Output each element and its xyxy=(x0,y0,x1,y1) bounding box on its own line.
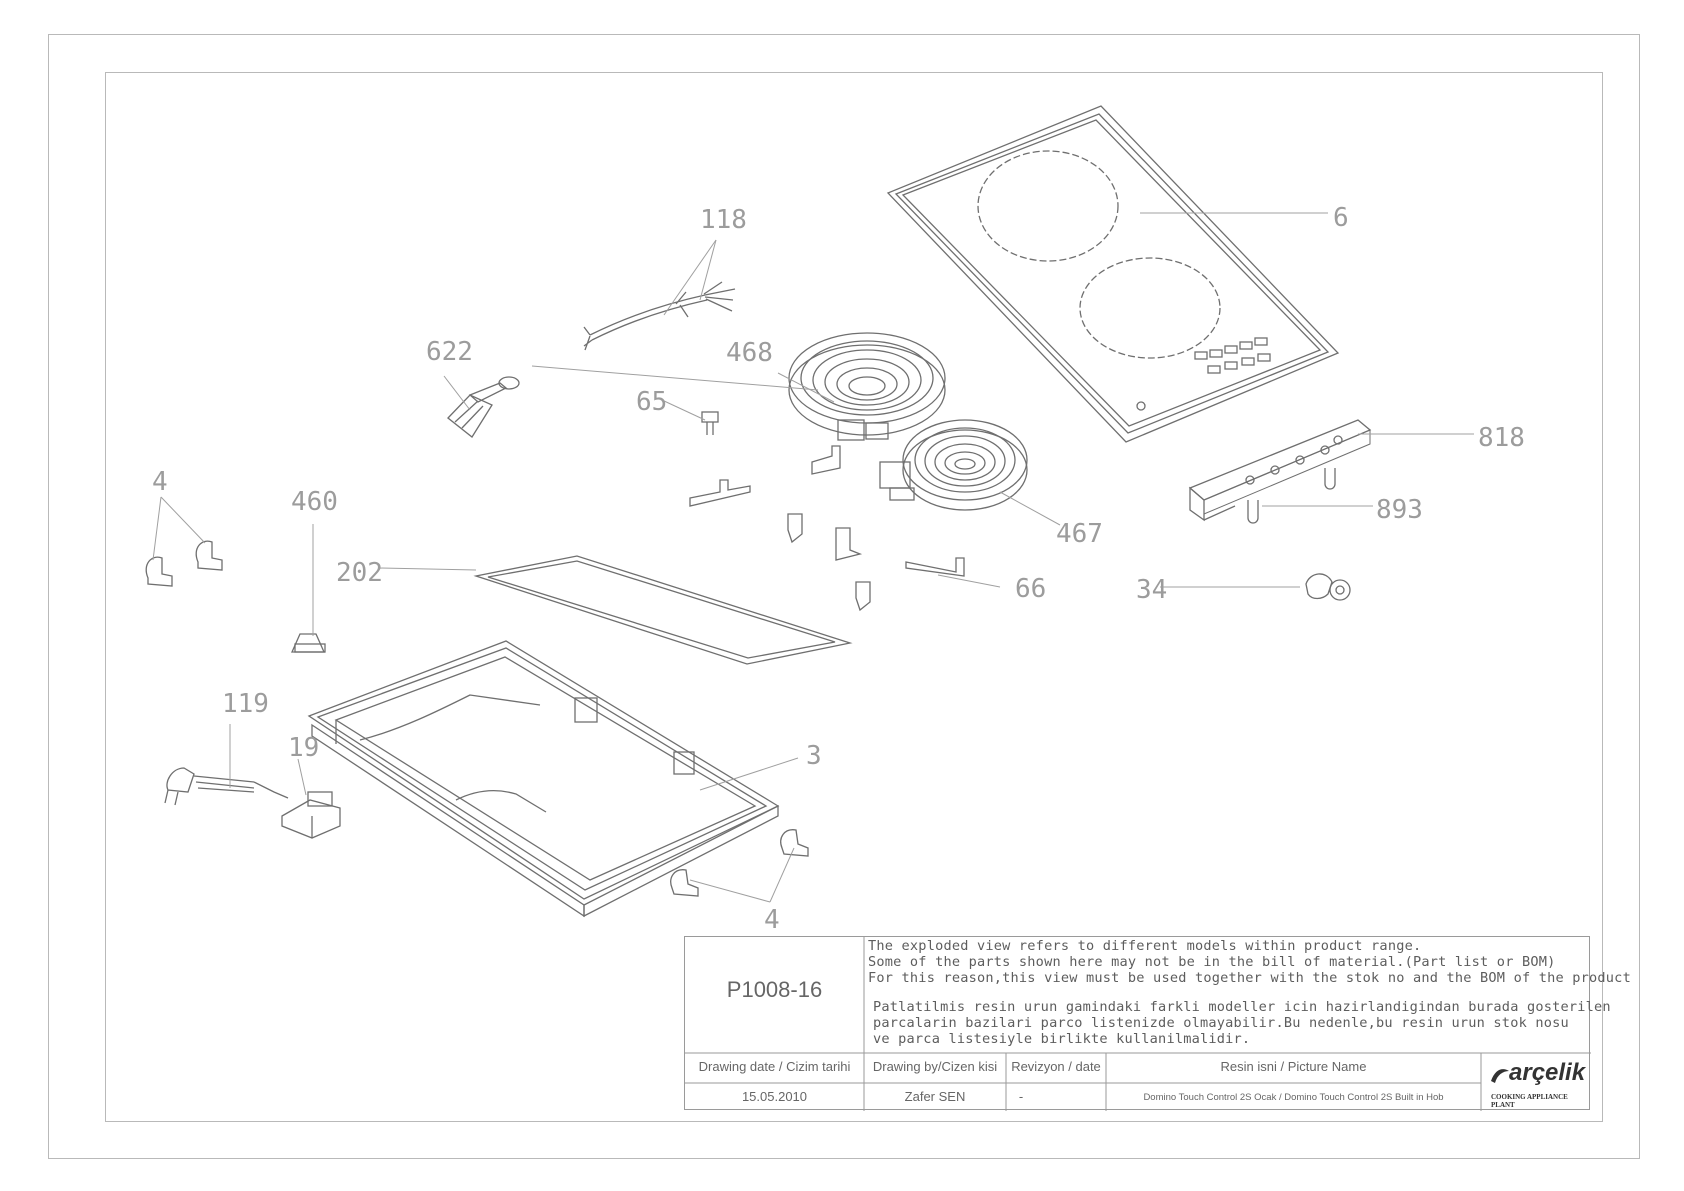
drawing-number: P1008-16 xyxy=(726,977,823,1002)
header-revision: Revizyon / date xyxy=(1011,1059,1101,1074)
callout-4-left: 4 xyxy=(152,467,168,497)
header-drawing-by: Drawing by/Cizen kisi xyxy=(872,1059,998,1074)
callout-622: 622 xyxy=(426,337,473,367)
radiant-heater-467 xyxy=(879,419,1028,511)
value-picture-name: Domino Touch Control 2S Ocak / Domino To… xyxy=(1143,1092,1444,1103)
note-tr-2: parcalarin bazilari parco listenizde olm… xyxy=(873,1015,1569,1031)
terminal-block-19 xyxy=(281,791,341,839)
callout-467: 467 xyxy=(1056,519,1103,549)
note-en-2: Some of the parts shown here may not be … xyxy=(868,954,1556,970)
leader-lines xyxy=(152,212,1474,903)
header-drawing-date: Drawing date / Cizim tarihi xyxy=(698,1059,851,1074)
sealing-frame-202 xyxy=(473,555,853,665)
mounting-brackets xyxy=(689,445,965,612)
clip-460 xyxy=(290,633,326,653)
note-tr-1: Patlatilmis resin urun gamindaki farkli … xyxy=(873,999,1611,1015)
glass-ceramic-top xyxy=(886,105,1340,443)
callout-4-bottom: 4 xyxy=(764,905,780,935)
note-tr-3: ve parca listesiyle birlikte kullanilmal… xyxy=(873,1031,1251,1047)
brand-logo: arçelik COOKING APPLIANCE PLANT xyxy=(1485,1055,1589,1109)
callout-893: 893 xyxy=(1376,495,1423,525)
radiant-heater-468 xyxy=(788,332,946,441)
control-board-818 xyxy=(1188,419,1372,524)
callout-460: 460 xyxy=(291,487,338,517)
note-en-3: For this reason,this view must be used t… xyxy=(868,970,1631,986)
cable-clamp-622 xyxy=(447,376,520,438)
callouts: 118 622 468 65 6 818 893 4 460 202 467 6… xyxy=(152,203,1525,935)
title-block-grid xyxy=(685,937,1591,1111)
callout-34: 34 xyxy=(1136,575,1167,605)
brand-swoosh-icon xyxy=(1491,1069,1509,1083)
callout-818: 818 xyxy=(1478,423,1525,453)
callout-468: 468 xyxy=(726,338,773,368)
callout-66: 66 xyxy=(1015,574,1046,604)
power-cord-119 xyxy=(164,767,289,806)
callout-65: 65 xyxy=(636,387,667,417)
clip-4-bottom xyxy=(670,829,809,897)
title-block: P1008-16 The exploded view refers to dif… xyxy=(684,936,1631,1111)
value-drawing-date: 15.05.2010 xyxy=(741,1089,808,1104)
thermostat-34 xyxy=(1305,573,1351,601)
value-drawing-by: Zafer SEN xyxy=(904,1089,966,1104)
callout-118: 118 xyxy=(700,205,747,235)
inner-frame xyxy=(105,72,1603,1122)
callout-3: 3 xyxy=(806,741,822,771)
clip-65 xyxy=(701,411,719,435)
wiring-harness-118 xyxy=(583,281,736,351)
callout-6: 6 xyxy=(1333,203,1349,233)
brand-subtitle: COOKING APPLIANCE PLANT xyxy=(1491,1093,1568,1109)
note-en-1: The exploded view refers to different mo… xyxy=(868,938,1422,954)
bottom-housing-3 xyxy=(307,640,780,918)
brand-name: arçelik xyxy=(1509,1059,1586,1086)
callout-119: 119 xyxy=(222,689,269,719)
header-picture-name: Resin isni / Picture Name xyxy=(1220,1059,1367,1074)
callout-202: 202 xyxy=(336,558,383,588)
outer-frame xyxy=(48,34,1640,1159)
callout-19: 19 xyxy=(288,733,319,763)
value-revision: - xyxy=(1018,1089,1024,1104)
clip-4-left xyxy=(145,540,223,587)
